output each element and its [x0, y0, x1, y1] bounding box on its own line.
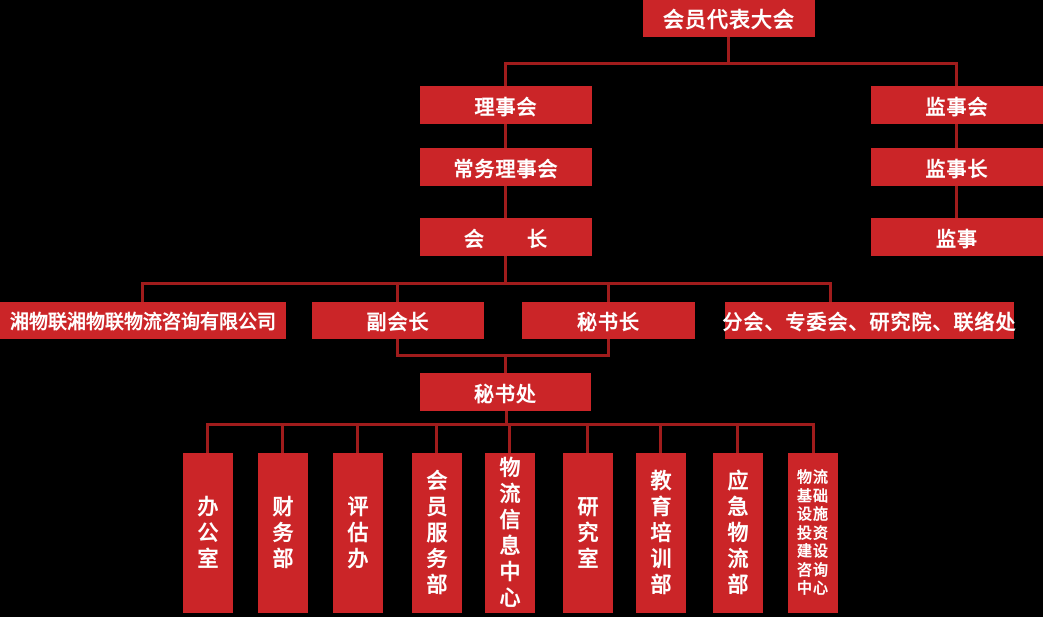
node-general-assembly: 会员代表大会 — [643, 0, 815, 37]
node-council: 理事会 — [420, 86, 592, 124]
connector-merge-secretariat — [396, 354, 610, 357]
connector-to-logistics-info — [508, 423, 511, 453]
connector-council-standing — [504, 124, 507, 148]
node-consulting-company: 湘物联湘物联物流咨询有限公司 — [0, 302, 286, 339]
node-logistics-info-center: 物流信息中心 — [485, 453, 535, 613]
connector-to-finance — [281, 423, 284, 453]
connector-to-education-training — [659, 423, 662, 453]
connector-president-split — [141, 282, 832, 285]
node-supervisor: 监事 — [871, 218, 1043, 256]
connector-assembly-down — [727, 37, 730, 65]
connector-vice-president-down — [396, 339, 399, 356]
node-vice-president: 副会长 — [312, 302, 484, 339]
connector-board-chief — [955, 124, 958, 148]
node-finance-dept: 财务部 — [258, 453, 308, 613]
connector-to-evaluation — [356, 423, 359, 453]
node-logistics-info-center-label: 物流信息中心 — [499, 456, 521, 610]
connector-to-vice-president — [396, 282, 399, 302]
node-evaluation-office: 评估办 — [333, 453, 383, 613]
node-infrastructure-consulting-center-label: 物流基础设施投资建设咨询中心 — [797, 468, 830, 598]
connector-standing-president — [504, 186, 507, 218]
node-research-office: 研究室 — [563, 453, 613, 613]
node-education-training-dept-label: 教育培训部 — [650, 469, 672, 597]
node-infrastructure-consulting-center: 物流基础设施投资建设咨询中心 — [788, 453, 838, 613]
node-evaluation-office-label: 评估办 — [347, 495, 369, 571]
connector-secretariat-down — [505, 411, 508, 425]
node-secretary-general: 秘书长 — [522, 302, 695, 339]
connector-to-secretary-general — [607, 282, 610, 302]
connector-to-consulting-company — [141, 282, 144, 302]
connector-secretary-general-down — [607, 339, 610, 356]
node-chief-supervisor: 监事长 — [871, 148, 1043, 186]
connector-to-emergency-logistics — [736, 423, 739, 453]
connector-to-supervisory-board — [955, 62, 958, 86]
connector-to-research — [586, 423, 589, 453]
connector-top-split — [504, 62, 958, 65]
node-president: 会 长 — [420, 218, 592, 256]
node-office-label: 办公室 — [197, 495, 219, 571]
node-emergency-logistics-dept-label: 应急物流部 — [727, 469, 749, 597]
node-research-office-label: 研究室 — [577, 495, 599, 571]
connector-to-member-service — [435, 423, 438, 453]
connector-to-secretariat — [504, 354, 507, 373]
node-office: 办公室 — [183, 453, 233, 613]
node-emergency-logistics-dept: 应急物流部 — [713, 453, 763, 613]
connector-to-infrastructure-consulting — [812, 423, 815, 453]
node-standing-council: 常务理事会 — [420, 148, 592, 186]
connector-to-council — [504, 62, 507, 86]
node-supervisory-board: 监事会 — [871, 86, 1043, 124]
node-secretariat: 秘书处 — [420, 373, 591, 411]
connector-chief-supervisor — [955, 186, 958, 218]
connector-to-office — [206, 423, 209, 453]
node-branches: 分会、专委会、研究院、联络处 — [723, 302, 1016, 339]
connector-president-down — [504, 256, 507, 284]
node-finance-dept-label: 财务部 — [272, 495, 294, 571]
node-education-training-dept: 教育培训部 — [636, 453, 686, 613]
node-member-service-dept: 会员服务部 — [412, 453, 462, 613]
node-member-service-dept-label: 会员服务部 — [426, 469, 448, 597]
connector-to-branches — [829, 282, 832, 302]
